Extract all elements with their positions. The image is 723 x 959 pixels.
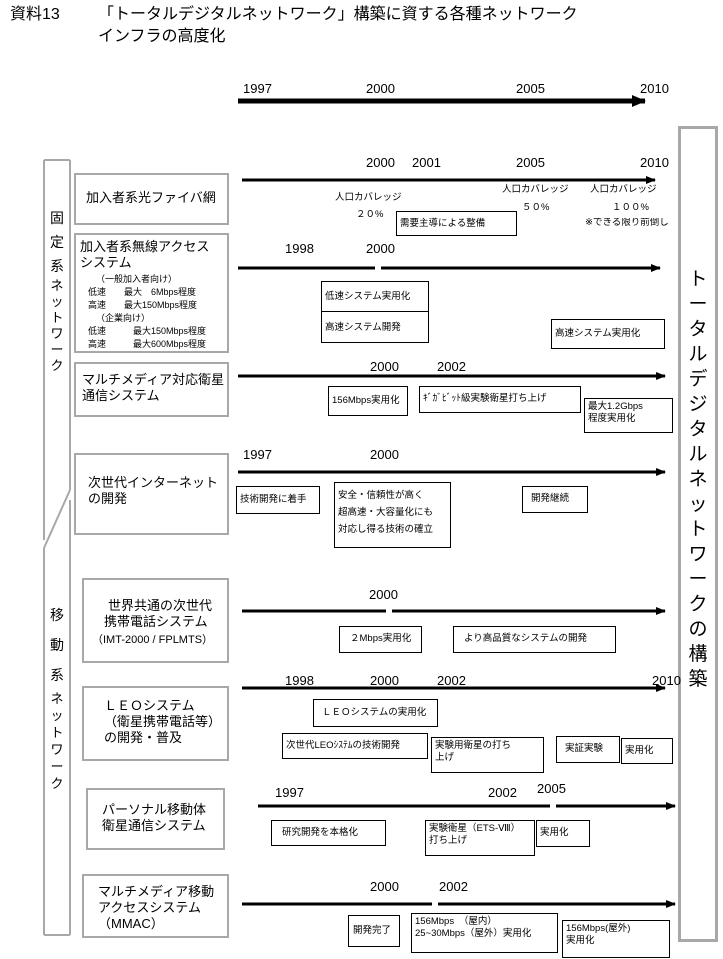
fiber-coverage-3: 人口カバレッジ [590, 184, 657, 195]
mmac-box-complete: 開発完了 [348, 915, 400, 947]
fiber-note: ※できる限り前倒し [585, 218, 669, 228]
page-title-line2: インフラの高度化 [98, 28, 226, 45]
doc-label: 資料13 [10, 6, 60, 23]
page-title-line1: 「トータルデジタルネットワーク」構築に資する各種ネットワーク [98, 6, 578, 23]
leo-box-test-satellite: 実験用衛星の打ち上げ [431, 737, 544, 773]
mmac-box-outdoor: 156Mbps(屋外)実用化 [562, 920, 670, 958]
wireless-year-1998: 1998 [285, 241, 314, 256]
imt-box-2mbps: ２Mbps実用化 [339, 626, 422, 653]
fiber-pct-3: １００% [612, 202, 649, 213]
leo-year-2000: 2000 [370, 673, 399, 688]
row-leo-label-box: ＬＥＯシステム （衛星携帯電話等） の開発・普及 [82, 686, 229, 761]
row-satellite-label-box: マルチメディア対応衛星 通信システム [74, 362, 229, 417]
leo-year-2002: 2002 [437, 673, 466, 688]
fiber-coverage-2: 人口カバレッジ [502, 184, 569, 195]
fiber-year-2001: 2001 [412, 155, 441, 170]
internet-year-1997: 1997 [243, 447, 272, 462]
fiber-box-demand: 需要主導による整備 [396, 211, 517, 236]
personal-year-1997: 1997 [275, 785, 304, 800]
personal-box-rnd: 研究開発を本格化 [271, 820, 386, 846]
wireless-box-high-speed-dev: 高速システム開発 [321, 311, 429, 343]
leo-box-practical: ＬＥＯシステムの実用化 [313, 699, 438, 727]
row-mmac-label-box: マルチメディア移動 アクセスシステム （MMAC） [82, 874, 229, 938]
fiber-year-2005: 2005 [516, 155, 545, 170]
row-wireless-label-box: 加入者系無線アクセス システム （一般加入者向け） 低速 最大 6Mbps程度 … [74, 233, 229, 353]
total-digital-network-bar: トータルデジタルネットワークの構築 [678, 126, 718, 942]
timeline-year-2000: 2000 [366, 81, 395, 96]
imt-year-2000: 2000 [369, 587, 398, 602]
timeline-year-2010: 2010 [640, 81, 669, 96]
personal-box-practical: 実用化 [536, 820, 590, 847]
leo-year-1998: 1998 [285, 673, 314, 688]
leo-box-next-gen: 次世代LEOｼｽﾃﾑの技術開発 [282, 733, 428, 759]
wireless-year-2000: 2000 [366, 241, 395, 256]
row-internet-label-box: 次世代インターネット の開発 [74, 453, 229, 535]
mobile-network-category: 移動系 ネットワーク [50, 607, 64, 791]
satellite-box-156mbps: 156Mbps実用化 [328, 386, 408, 416]
timeline-year-2005: 2005 [516, 81, 545, 96]
fiber-pct-2: ５０% [522, 202, 550, 213]
fiber-coverage-1: 人口カバレッジ [335, 192, 402, 203]
satellite-box-gigabit: ｷﾞｶﾞﾋﾞｯﾄ級実験衛星打ち上げ [419, 386, 581, 413]
wireless-box-low-speed: 低速システム実用化 [321, 281, 429, 312]
satellite-year-2002: 2002 [437, 359, 466, 374]
mmac-year-2000: 2000 [370, 879, 399, 894]
wireless-box-high-speed-practical: 高速システム実用化 [551, 319, 665, 349]
internet-box-start: 技術開発に着手 [236, 486, 320, 514]
fiber-pct-1: ２０% [356, 209, 384, 220]
fiber-year-2010: 2010 [640, 155, 669, 170]
mmac-year-2002: 2002 [439, 879, 468, 894]
internet-box-tech: 安全・信頼性が高く超高速・大容量化にも対応し得る技術の確立 [334, 482, 451, 548]
row-imt-label-box: 世界共通の次世代 携帯電話システム （IMT-2000 / FPLMTS） [82, 578, 229, 663]
personal-box-ets: 実験衛星（ETS-Ⅷ）打ち上げ [425, 820, 535, 856]
leo-year-2010: 2010 [652, 673, 681, 688]
personal-year-2005: 2005 [537, 781, 566, 796]
row-personal-label-box: パーソナル移動体 衛星通信システム [86, 788, 225, 850]
internet-year-2000: 2000 [370, 447, 399, 462]
fixed-network-category: 固定系 ネットワーク [50, 210, 64, 373]
satellite-year-2000: 2000 [370, 359, 399, 374]
row-fiber-label-box: 加入者系光ファイバ網 [74, 173, 229, 225]
timeline-year-1997: 1997 [243, 81, 272, 96]
mmac-box-indoor-outdoor: 156Mbps （屋内）25~30Mbps（屋外）実用化 [411, 913, 558, 953]
internet-box-continue: 開発継続 [522, 486, 588, 513]
imt-box-high-quality: より高品質なシステムの開発 [453, 626, 616, 653]
personal-year-2002: 2002 [488, 785, 517, 800]
fiber-year-2000: 2000 [366, 155, 395, 170]
leo-box-demo: 実証実験 [556, 736, 620, 763]
leo-box-practical-final: 実用化 [621, 738, 673, 764]
